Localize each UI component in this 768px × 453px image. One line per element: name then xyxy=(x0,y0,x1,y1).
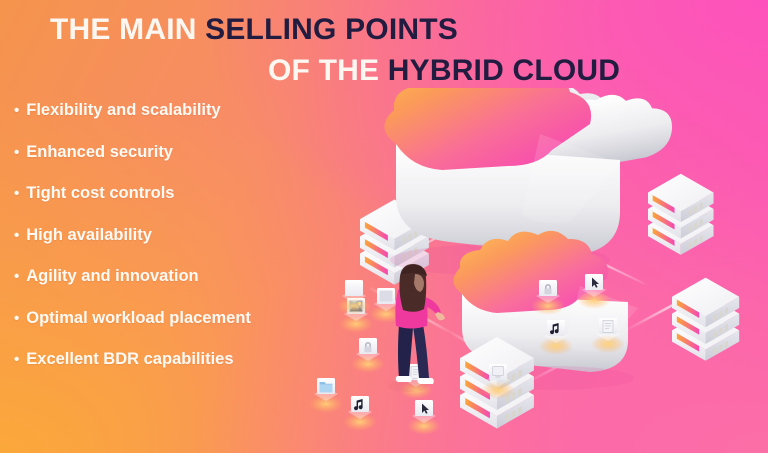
large-cloud-front xyxy=(384,88,620,276)
bullet-dot-icon: • xyxy=(14,143,20,161)
cursor-icon-right xyxy=(577,274,611,309)
lock-icon xyxy=(351,338,385,373)
bullet-dot-icon: • xyxy=(14,226,20,244)
list-item: • Tight cost controls xyxy=(14,184,364,203)
list-item: • Flexibility and scalability xyxy=(14,101,364,120)
list-item-label: Flexibility and scalability xyxy=(26,101,221,119)
list-item: • High availability xyxy=(14,226,364,245)
list-item-label: Tight cost controls xyxy=(26,184,175,202)
server-rack-right-lower xyxy=(672,277,740,361)
list-item-label: Agility and innovation xyxy=(26,267,199,285)
list-item: • Agility and innovation xyxy=(14,267,364,286)
list-item-label: Optimal workload placement xyxy=(26,308,251,327)
title-line-2-light: OF THE xyxy=(268,53,380,87)
list-item: • Optimal workload placement xyxy=(14,309,364,328)
server-rack-right-upper xyxy=(648,173,714,255)
list-item: • Enhanced security xyxy=(14,143,364,162)
list-item-label: High availability xyxy=(26,225,152,244)
image-icon-lower xyxy=(369,288,403,323)
list-item-label: Enhanced security xyxy=(26,142,173,161)
music-note-icon-right xyxy=(539,320,573,355)
list-item: • Excellent BDR capabilities xyxy=(14,350,364,369)
page-title: THE MAIN SELLING POINTS OF THE HYBRID CL… xyxy=(0,14,768,87)
person-standing xyxy=(388,264,445,392)
title-line-2-dark: HYBRID CLOUD xyxy=(387,53,621,87)
cursor-icon xyxy=(407,400,441,435)
folder-icon xyxy=(309,378,343,413)
title-line-1: THE MAIN SELLING POINTS xyxy=(0,14,768,46)
title-line-1-light: THE MAIN xyxy=(50,13,197,46)
list-item-label: Excellent BDR capabilities xyxy=(26,350,234,368)
title-line-1-dark: SELLING POINTS xyxy=(205,13,458,46)
hybrid-cloud-illustration xyxy=(300,88,768,453)
bullet-dot-icon: • xyxy=(14,268,20,285)
music-note-icon xyxy=(343,396,377,431)
lock-icon-right xyxy=(531,280,565,315)
document-icon-right xyxy=(591,318,625,353)
bullet-dot-icon: • xyxy=(14,309,20,327)
bullet-dot-icon: • xyxy=(14,102,20,119)
screen-icon xyxy=(481,364,515,399)
bullet-dot-icon: • xyxy=(14,351,20,368)
bullet-dot-icon: • xyxy=(14,185,20,202)
title-line-2: OF THE HYBRID CLOUD xyxy=(0,53,768,87)
selling-points-list: • Flexibility and scalability • Enhanced se… xyxy=(14,101,364,392)
